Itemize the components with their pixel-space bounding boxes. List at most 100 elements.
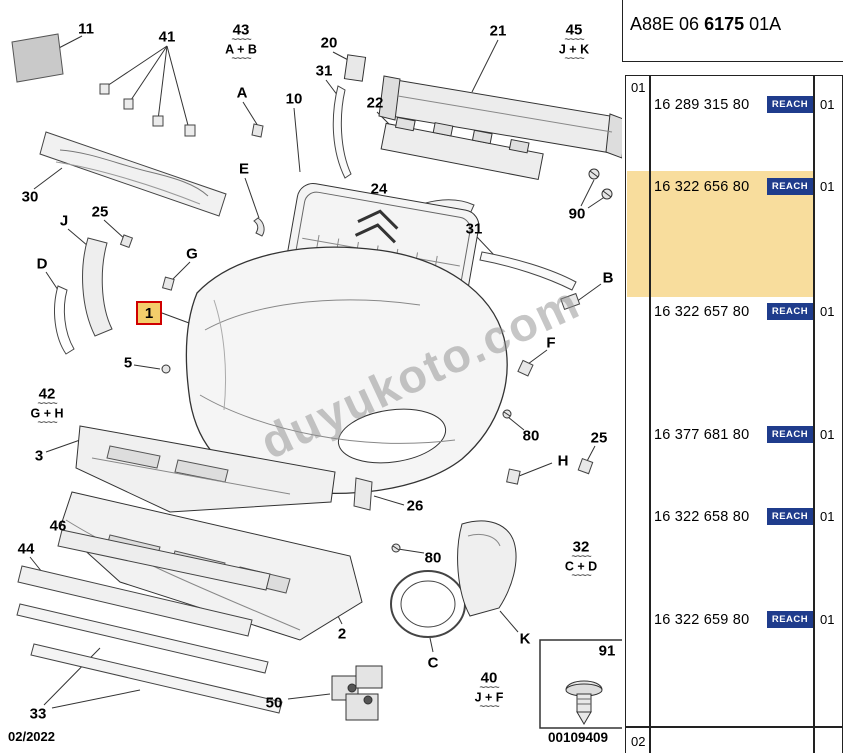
part-80-screws: [391, 409, 512, 553]
callout-E[interactable]: E: [238, 160, 250, 178]
table-row[interactable]: 16 322 659 80 REACH 01: [626, 608, 842, 632]
part-31-strip-right: [479, 251, 577, 291]
part-number[interactable]: 16 322 657 80: [654, 304, 750, 320]
callout-44[interactable]: 44: [17, 540, 35, 558]
table-row[interactable]: 16 289 315 80 REACH 01: [626, 93, 842, 117]
table-row-selected[interactable]: 16 322 656 80 REACH 01: [626, 175, 842, 199]
part-90-screws: [588, 168, 613, 200]
callout-B[interactable]: B: [602, 269, 614, 287]
table-row[interactable]: 16 377 681 80 REACH 01: [626, 423, 842, 447]
reach-badge[interactable]: REACH: [767, 303, 813, 320]
document-number: 00109409: [548, 730, 609, 745]
code-bold: 6175: [704, 14, 745, 34]
reach-badge[interactable]: REACH: [767, 611, 813, 628]
page-code: A88E 06 6175 01A: [622, 0, 843, 62]
callout-50[interactable]: 50: [265, 694, 283, 712]
table-row[interactable]: 16 322 657 80 REACH 01: [626, 300, 842, 324]
part-50-bracket: [331, 665, 383, 721]
callout-90[interactable]: 90: [568, 205, 586, 223]
callout-A[interactable]: A: [236, 84, 248, 102]
reach-badge[interactable]: REACH: [767, 178, 813, 195]
table-row[interactable]: 16 322 658 80 REACH 01: [626, 505, 842, 529]
part-number[interactable]: 16 289 315 80: [654, 97, 750, 113]
parts-diagram: duyukoto.com 11 41 20 21 31 10 22 30 25 …: [8, 20, 622, 745]
part-number[interactable]: 16 322 656 80: [654, 179, 750, 195]
column-divider-left: [649, 76, 651, 753]
group-callout-43[interactable]: 43 ~~~~ A + B ~~~~: [225, 21, 257, 64]
reach-badge[interactable]: REACH: [767, 508, 813, 525]
callout-80-right[interactable]: 80: [522, 427, 540, 445]
table-bottom-border: [626, 726, 842, 728]
part-number[interactable]: 16 377 681 80: [654, 427, 750, 443]
callout-2[interactable]: 2: [337, 625, 347, 643]
callout-25-right[interactable]: 25: [590, 429, 608, 447]
reach-badge[interactable]: REACH: [767, 96, 813, 113]
callout-22[interactable]: 22: [366, 94, 384, 112]
callout-10[interactable]: 10: [285, 90, 303, 108]
part-G-clip: [161, 276, 175, 291]
callout-5[interactable]: 5: [123, 354, 133, 372]
callout-J[interactable]: J: [59, 212, 69, 230]
part-F-clip: [517, 359, 534, 377]
part-22-crossmember: [380, 116, 544, 181]
qty: 01: [820, 304, 835, 319]
callout-41[interactable]: 41: [158, 28, 176, 46]
callout-11[interactable]: 11: [78, 20, 94, 38]
callout-K[interactable]: K: [519, 630, 531, 648]
part-C-ring: [390, 570, 466, 638]
part-26-bracket: [353, 477, 373, 511]
callout-24[interactable]: 24: [370, 180, 388, 198]
part-21-crossbeam: [378, 75, 622, 159]
callout-1-selected[interactable]: 1: [136, 301, 162, 325]
part-11-shape: [11, 33, 64, 83]
part-H-clip: [506, 468, 521, 485]
qty: 01: [820, 97, 835, 112]
callout-20[interactable]: 20: [320, 34, 338, 52]
part-25-clip-right: [577, 458, 594, 475]
callout-91[interactable]: 91: [598, 642, 616, 660]
code-suffix: 01A: [744, 14, 782, 34]
group-callout-32[interactable]: 32 ~~~~ C + D ~~~~: [564, 538, 598, 581]
callout-C[interactable]: C: [427, 654, 439, 672]
callout-F[interactable]: F: [546, 334, 556, 352]
callout-D[interactable]: D: [36, 255, 48, 273]
callout-G[interactable]: G: [186, 245, 198, 263]
group-callout-40[interactable]: 40 ~~~~ J + F ~~~~: [474, 669, 504, 712]
parts-list-panel: A88E 06 6175 01A 01 16 289 315 80 REACH …: [622, 0, 843, 753]
reach-badge[interactable]: REACH: [767, 426, 813, 443]
group-callout-45[interactable]: 45 ~~~~ J + K ~~~~: [558, 21, 590, 64]
part-J-support: [82, 237, 113, 337]
callout-26[interactable]: 26: [406, 497, 424, 515]
part-30-grille-trim: [39, 131, 227, 217]
part-A-clip: [251, 123, 264, 138]
group-callout-42[interactable]: 42 ~~~~ G + H ~~~~: [30, 385, 64, 428]
part-B-bracket: [560, 292, 581, 311]
qty: 01: [820, 427, 835, 442]
callout-21[interactable]: 21: [489, 22, 507, 40]
part-20-bracket: [343, 54, 367, 82]
part-number[interactable]: 16 322 659 80: [654, 612, 750, 628]
callout-31-right[interactable]: 31: [465, 220, 483, 238]
callout-3[interactable]: 3: [34, 447, 44, 465]
page-indicator-top: 01: [631, 80, 646, 95]
part-33-slats: [16, 603, 283, 714]
callout-31-left[interactable]: 31: [315, 62, 333, 80]
part-31-strip-left: [332, 85, 352, 179]
callout-H[interactable]: H: [557, 452, 569, 470]
part-number[interactable]: 16 322 658 80: [654, 509, 750, 525]
part-5-screw: [161, 364, 171, 374]
part-1-bumper-cover: [185, 246, 508, 494]
part-44-slat: [17, 565, 253, 637]
callout-25-left[interactable]: 25: [91, 203, 109, 221]
callout-30[interactable]: 30: [21, 188, 39, 206]
exploded-view-drawing: [11, 33, 622, 729]
part-3-upper-grille: [75, 425, 336, 513]
page-indicator-bottom: 02: [631, 734, 646, 749]
parts-table: 01 16 289 315 80 REACH 01 16 322 656 80 …: [625, 75, 843, 753]
part-46-slat: [57, 529, 271, 591]
callout-33[interactable]: 33: [29, 705, 47, 723]
column-divider-right: [813, 76, 815, 753]
callout-80-bottom[interactable]: 80: [424, 549, 442, 567]
callout-46[interactable]: 46: [49, 517, 67, 535]
